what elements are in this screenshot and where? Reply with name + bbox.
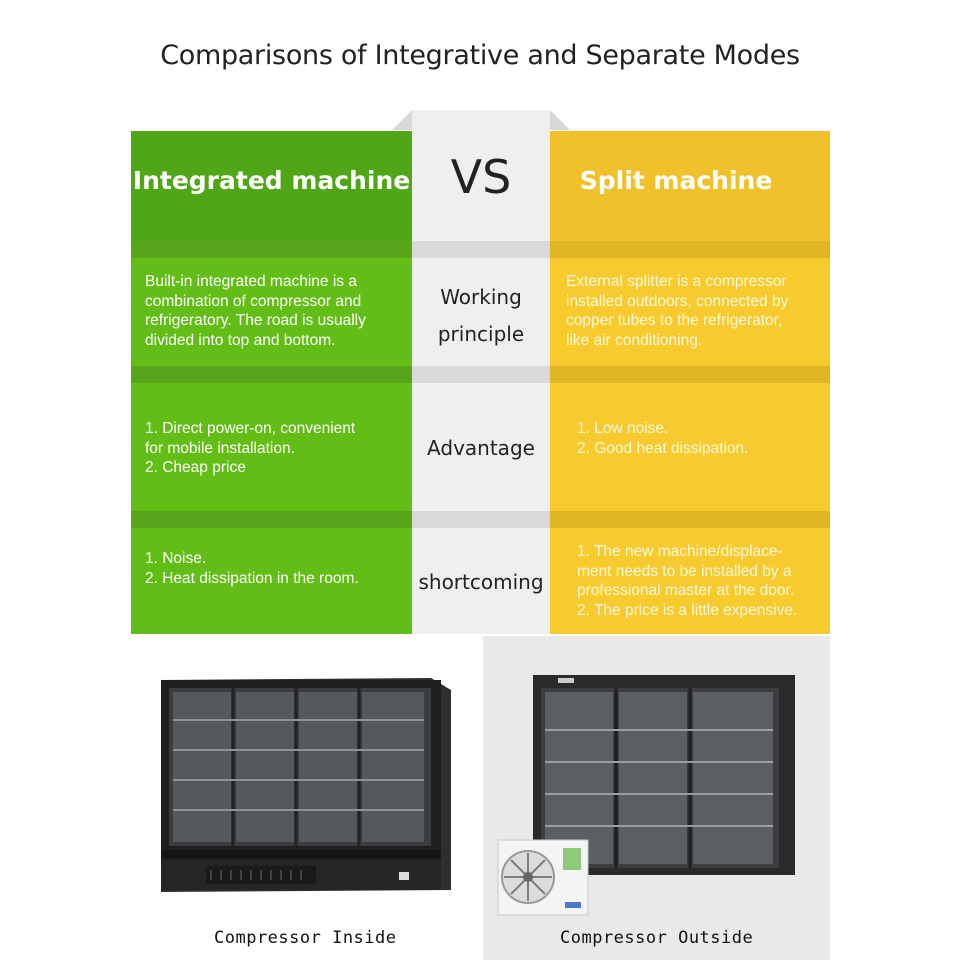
separator-band: [550, 241, 830, 258]
vs-label: VS: [450, 150, 512, 204]
row-label-advantage: Advantage: [427, 436, 535, 460]
split-machine-heading: Split machine: [579, 166, 773, 195]
row-label-working-principle: Working principle: [437, 285, 525, 346]
separator-band: [412, 241, 550, 258]
row-label-shortcoming: shortcoming: [418, 570, 544, 594]
notch-left: [392, 110, 412, 130]
compressor-inside-caption: Compressor Inside: [214, 928, 397, 948]
split-advantage: 1. Low noise. 2. Good heat dissipation.: [577, 420, 749, 457]
integrated-working-principle: Built-in integrated machine is a combina…: [145, 273, 366, 349]
integrated-machine-heading: Integrated machine: [132, 166, 411, 195]
integrated-advantage: 1. Direct power-on, convenient for mobil…: [145, 420, 356, 476]
split-working-principle: External splitter is a compressor instal…: [566, 273, 789, 349]
separator-band: [412, 366, 550, 383]
split-fridge-image: [497, 675, 795, 916]
left-header-bg: [131, 131, 412, 241]
page-title: Comparisons of Integrative and Separate …: [160, 40, 800, 71]
separator-band: [550, 366, 830, 383]
split-shortcoming: 1. The new machine/displace- ment needs …: [577, 543, 798, 619]
separator-band: [131, 366, 412, 383]
notch-right: [550, 110, 570, 130]
integrated-shortcoming: 1. Noise. 2. Heat dissipation in the roo…: [145, 550, 359, 587]
compressor-outside-caption: Compressor Outside: [560, 928, 754, 948]
separator-band: [131, 511, 412, 528]
right-header-bg: [550, 131, 830, 241]
separator-band: [131, 241, 412, 258]
separator-band: [550, 511, 830, 528]
separator-band: [412, 511, 550, 528]
integrated-fridge-image: [161, 678, 451, 892]
